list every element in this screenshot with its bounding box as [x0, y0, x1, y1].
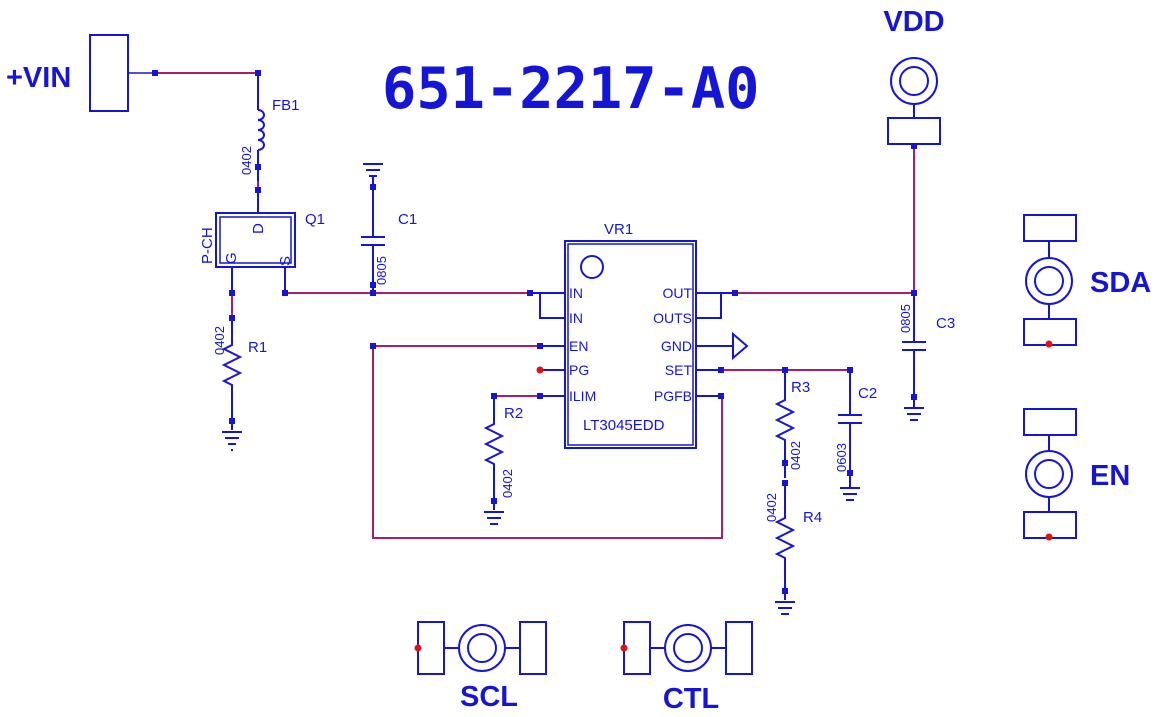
sda-unconnected-marker — [1045, 340, 1053, 348]
r2-resistor[interactable]: R2 0402 — [483, 393, 523, 525]
vr1-pin-gnd: GND — [661, 338, 692, 354]
q1-pin-g: G — [223, 252, 240, 264]
r4-package: 0402 — [764, 493, 779, 522]
c1-capacitor[interactable]: C1 0805 — [361, 163, 417, 349]
vdd-connector[interactable]: VDD — [883, 6, 945, 149]
r2-ground-icon — [484, 511, 504, 525]
r1-resistor[interactable]: R1 0402 — [212, 315, 267, 451]
c3-capacitor[interactable]: C3 0805 — [898, 290, 955, 421]
vr1-pin-en: EN — [569, 338, 588, 354]
q1-pin-d: D — [250, 223, 267, 234]
r4-ref: R4 — [803, 509, 822, 526]
c2-package: 0603 — [834, 443, 849, 472]
nets — [155, 72, 915, 539]
vr1-pin-pgfb: PGFB — [654, 388, 692, 404]
sda-label: SDA — [1090, 267, 1151, 299]
c2-ref: C2 — [858, 385, 877, 402]
vr1-pin-out: OUT — [662, 285, 692, 301]
vr1-ref: VR1 — [604, 221, 633, 238]
r2-package: 0402 — [500, 469, 515, 498]
vr1-part: LT3045EDD — [583, 417, 665, 434]
r4-resistor[interactable]: R4 0402 — [764, 486, 822, 615]
c2-ground-icon — [840, 487, 860, 501]
board-title: 651-2217-A0 — [382, 56, 760, 122]
c1-ground-icon — [363, 163, 383, 177]
gnd-arrow-icon — [732, 331, 749, 361]
scl-unconnected-marker — [414, 644, 422, 652]
scl-label: SCL — [460, 681, 518, 713]
c3-ground-icon — [904, 407, 924, 421]
r1-ref: R1 — [248, 339, 267, 356]
vin-label: +VIN — [6, 62, 71, 94]
vr1-pin-set: SET — [665, 362, 693, 378]
fb1-ferrite[interactable]: FB1 0402 — [239, 70, 300, 193]
c3-ref: C3 — [936, 315, 955, 332]
pg-unconnected-marker — [536, 366, 544, 374]
r1-package: 0402 — [212, 326, 227, 355]
vdd-label: VDD — [883, 6, 944, 38]
ctl-label: CTL — [663, 683, 719, 715]
r3-resistor[interactable]: R3 0402 — [774, 367, 810, 486]
vr1-pin-in-2: IN — [569, 310, 583, 326]
q1-pin-s: S — [277, 256, 294, 266]
q1-mosfet[interactable]: Q1 P-CH D G S — [199, 193, 325, 296]
scl-connector[interactable]: SCL — [414, 621, 547, 713]
c3-package: 0805 — [898, 304, 913, 333]
r3-ref: R3 — [791, 379, 810, 396]
r4-ground-icon — [775, 601, 795, 615]
vr1-pin-in-1: IN — [569, 285, 583, 301]
fb1-package: 0402 — [239, 146, 254, 175]
vin-connector[interactable]: +VIN — [6, 34, 158, 112]
q1-type: P-CH — [199, 227, 216, 264]
vr1-regulator[interactable]: VR1 LT3045EDD IN IN EN PG ILIM OUT OUTS … — [527, 221, 749, 449]
en-connector[interactable]: EN — [1023, 408, 1130, 541]
ctl-unconnected-marker — [620, 644, 628, 652]
c1-ref: C1 — [398, 211, 417, 228]
c1-package: 0805 — [374, 256, 389, 285]
r2-ref: R2 — [504, 405, 523, 422]
q1-ref: Q1 — [305, 211, 325, 228]
r1-ground-icon — [222, 431, 242, 451]
vr1-pin-ilim: ILIM — [569, 388, 596, 404]
c2-capacitor[interactable]: C2 0603 — [834, 367, 877, 501]
fb1-ref: FB1 — [272, 97, 300, 114]
sda-connector[interactable]: SDA — [1023, 214, 1151, 348]
en-unconnected-marker — [1045, 533, 1053, 541]
r3-package: 0402 — [788, 441, 803, 470]
en-label: EN — [1090, 460, 1130, 492]
ctl-connector[interactable]: CTL — [620, 621, 753, 715]
vr1-pin-pg: PG — [569, 362, 589, 378]
vr1-pin-outs: OUTS — [653, 310, 692, 326]
